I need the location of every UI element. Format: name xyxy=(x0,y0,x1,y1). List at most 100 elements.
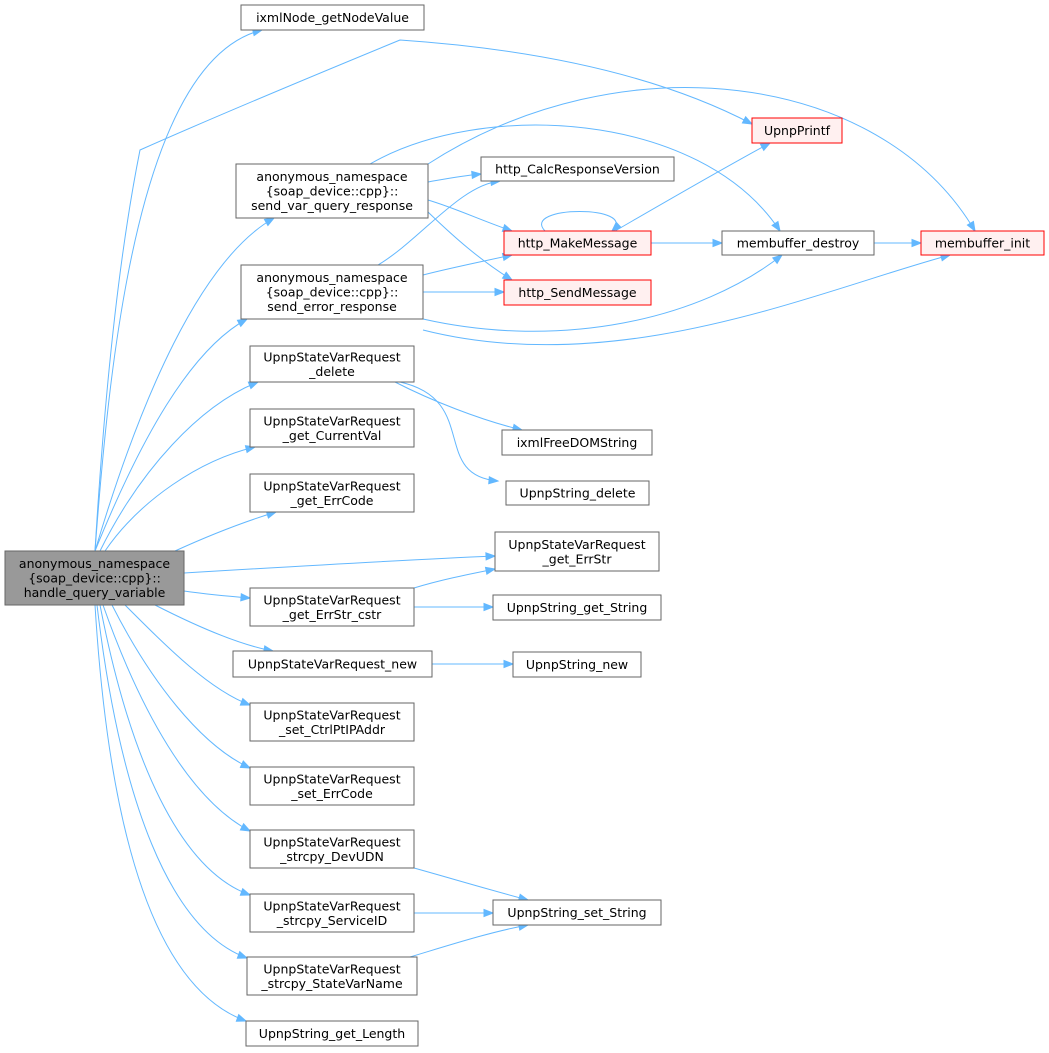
edge-handle-to-svrStrcpyStateVarName xyxy=(96,604,249,959)
node-label-line: UpnpString_get_String xyxy=(507,600,648,615)
edge-handle-to-svrSetErrCode xyxy=(111,604,252,769)
node-box xyxy=(480,156,675,182)
edge-svrGetErrStrCstr-to-stringGetString xyxy=(413,602,495,612)
node-svrStrcpyStateVarName[interactable]: UpnpStateVarRequest_strcpy_StateVarName xyxy=(246,956,418,996)
arrowhead xyxy=(471,170,483,180)
edge-sendVar-to-httpCalc xyxy=(427,170,483,183)
node-stringNew[interactable]: UpnpString_new xyxy=(512,651,642,678)
node-svrStrcpyDevUDN[interactable]: UpnpStateVarRequest_strcpy_DevUDN xyxy=(249,829,415,869)
node-svrGetCurrentVal[interactable]: UpnpStateVarRequest_get_CurrentVal xyxy=(249,408,415,448)
node-box xyxy=(232,650,433,678)
edge-handle-to-svrGetErrCode xyxy=(174,510,278,552)
node-box xyxy=(249,893,415,933)
node-box xyxy=(249,587,415,627)
node-box xyxy=(512,651,642,678)
node-handle[interactable]: anonymous_namespace{soap_device::cpp}::h… xyxy=(4,550,185,606)
node-label-line: UpnpStateVarRequest xyxy=(263,898,400,913)
arrowhead xyxy=(911,238,923,248)
node-label-line: _strcpy_DevUDN xyxy=(279,849,384,864)
edge-handle-to-svrStrcpyDevUDN xyxy=(102,604,252,832)
node-box xyxy=(751,117,843,144)
node-membufDestroy[interactable]: membuffer_destroy xyxy=(721,230,875,256)
arrowhead xyxy=(759,142,772,152)
node-httpCalc[interactable]: http_CalcResponseVersion xyxy=(480,156,675,182)
node-stringGetLength[interactable]: UpnpString_get_Length xyxy=(245,1020,419,1047)
node-svrGetErrStrCstr[interactable]: UpnpStateVarRequest_get_ErrStr_cstr xyxy=(249,587,415,627)
node-box xyxy=(240,264,424,320)
edge-handle-to-svrGetErrStrCstr xyxy=(183,590,252,602)
node-label-line: UpnpStateVarRequest xyxy=(263,707,400,722)
node-box xyxy=(249,473,415,513)
node-label-line: UpnpString_new xyxy=(526,657,628,672)
node-httpMake[interactable]: http_MakeMessage xyxy=(503,230,652,256)
node-svrSetCtrlPt[interactable]: UpnpStateVarRequest_set_CtrlPtIPAddr xyxy=(249,702,415,742)
node-label-line: UpnpStateVarRequest xyxy=(508,537,645,552)
node-svrDelete[interactable]: UpnpStateVarRequest_delete xyxy=(249,345,415,383)
node-box xyxy=(249,345,415,383)
node-label-line: _set_CtrlPtIPAddr xyxy=(278,722,386,737)
node-label-line: anonymous_namespace xyxy=(256,270,407,285)
node-httpSend[interactable]: http_SendMessage xyxy=(503,279,652,306)
node-svrNew[interactable]: UpnpStateVarRequest_new xyxy=(232,650,433,678)
node-label-line: UpnpStateVarRequest xyxy=(263,834,400,849)
node-ixmlFree[interactable]: ixmlFreeDOMString xyxy=(501,429,653,456)
node-stringGetString[interactable]: UpnpString_get_String xyxy=(492,594,662,621)
node-label-line: http_SendMessage xyxy=(518,285,636,300)
arrowhead xyxy=(239,887,252,896)
node-membufInit[interactable]: membuffer_init xyxy=(920,230,1045,256)
node-label-line: _get_ErrStr xyxy=(542,551,613,566)
arrowhead xyxy=(494,287,506,297)
node-stringDelete[interactable]: UpnpString_delete xyxy=(505,480,650,506)
arrowhead xyxy=(236,318,249,328)
node-sendErr[interactable]: anonymous_namespace{soap_device::cpp}::s… xyxy=(240,264,424,320)
node-label-line: {soap_device::cpp}:: xyxy=(266,184,399,199)
node-label-line: UpnpString_set_String xyxy=(507,905,646,920)
arrowhead xyxy=(966,220,976,233)
arrowhead xyxy=(483,908,495,918)
edge-sendVar-to-membufDestroy xyxy=(369,124,781,233)
node-upnpPrintf[interactable]: UpnpPrintf xyxy=(751,117,843,144)
node-label-line: _delete xyxy=(308,364,355,379)
node-box xyxy=(246,956,418,996)
node-box xyxy=(492,594,662,621)
node-box xyxy=(235,163,429,219)
node-label-line: anonymous_namespace xyxy=(256,169,407,184)
node-stringSetString[interactable]: UpnpString_set_String xyxy=(492,899,662,926)
node-box xyxy=(249,829,415,869)
node-svrStrcpyServiceID[interactable]: UpnpStateVarRequest_strcpy_ServiceID xyxy=(249,893,415,933)
arrowhead xyxy=(501,271,514,281)
arrowhead xyxy=(239,760,252,769)
node-svrGetErrCode[interactable]: UpnpStateVarRequest_get_ErrCode xyxy=(249,473,415,513)
edge-sendVar-to-membufInit xyxy=(427,87,976,233)
edge-handle-to-svrSetCtrlPt xyxy=(124,604,252,706)
edge-svrGetErrStrCstr-to-svrGetErrStr xyxy=(413,566,497,589)
node-label-line: _get_CurrentVal xyxy=(282,428,382,443)
node-box xyxy=(505,480,650,506)
arrowhead xyxy=(483,602,495,612)
arrowhead xyxy=(741,115,754,125)
node-label-line: {soap_device::cpp}:: xyxy=(28,571,161,586)
arrowhead xyxy=(235,1013,248,1022)
node-label-line: UpnpString_get_Length xyxy=(259,1026,405,1041)
edge-handle-to-svrGetErrStr xyxy=(183,552,497,574)
node-getNodeValue[interactable]: ixmlNode_getNodeValue xyxy=(240,4,425,31)
node-sendVar[interactable]: anonymous_namespace{soap_device::cpp}::s… xyxy=(235,163,429,219)
arrowhead xyxy=(239,822,252,832)
node-svrGetErrStr[interactable]: UpnpStateVarRequest_get_ErrStr xyxy=(494,531,660,572)
node-box xyxy=(503,279,652,306)
node-label-line: UpnpStateVarRequest xyxy=(263,413,400,428)
edge-svrStrcpyStateVarName-to-stringSetString xyxy=(409,922,530,958)
node-label-line: membuffer_init xyxy=(935,236,1030,251)
edge-svrStrcpyDevUDN-to-stringSetString xyxy=(413,867,530,902)
node-label-line: send_error_response xyxy=(267,299,397,314)
edge-handle-to-stringGetLength xyxy=(94,604,248,1022)
edge-svrDelete-to-stringDelete xyxy=(399,381,500,485)
node-label-line: ixmlNode_getNodeValue xyxy=(256,10,409,25)
node-label-line: _strcpy_StateVarName xyxy=(260,976,403,991)
node-box xyxy=(492,899,662,926)
node-box xyxy=(4,550,185,606)
node-box xyxy=(503,230,652,256)
arrowhead xyxy=(771,220,781,233)
node-svrSetErrCode[interactable]: UpnpStateVarRequest_set_ErrCode xyxy=(249,766,415,806)
arrowhead xyxy=(484,566,497,576)
